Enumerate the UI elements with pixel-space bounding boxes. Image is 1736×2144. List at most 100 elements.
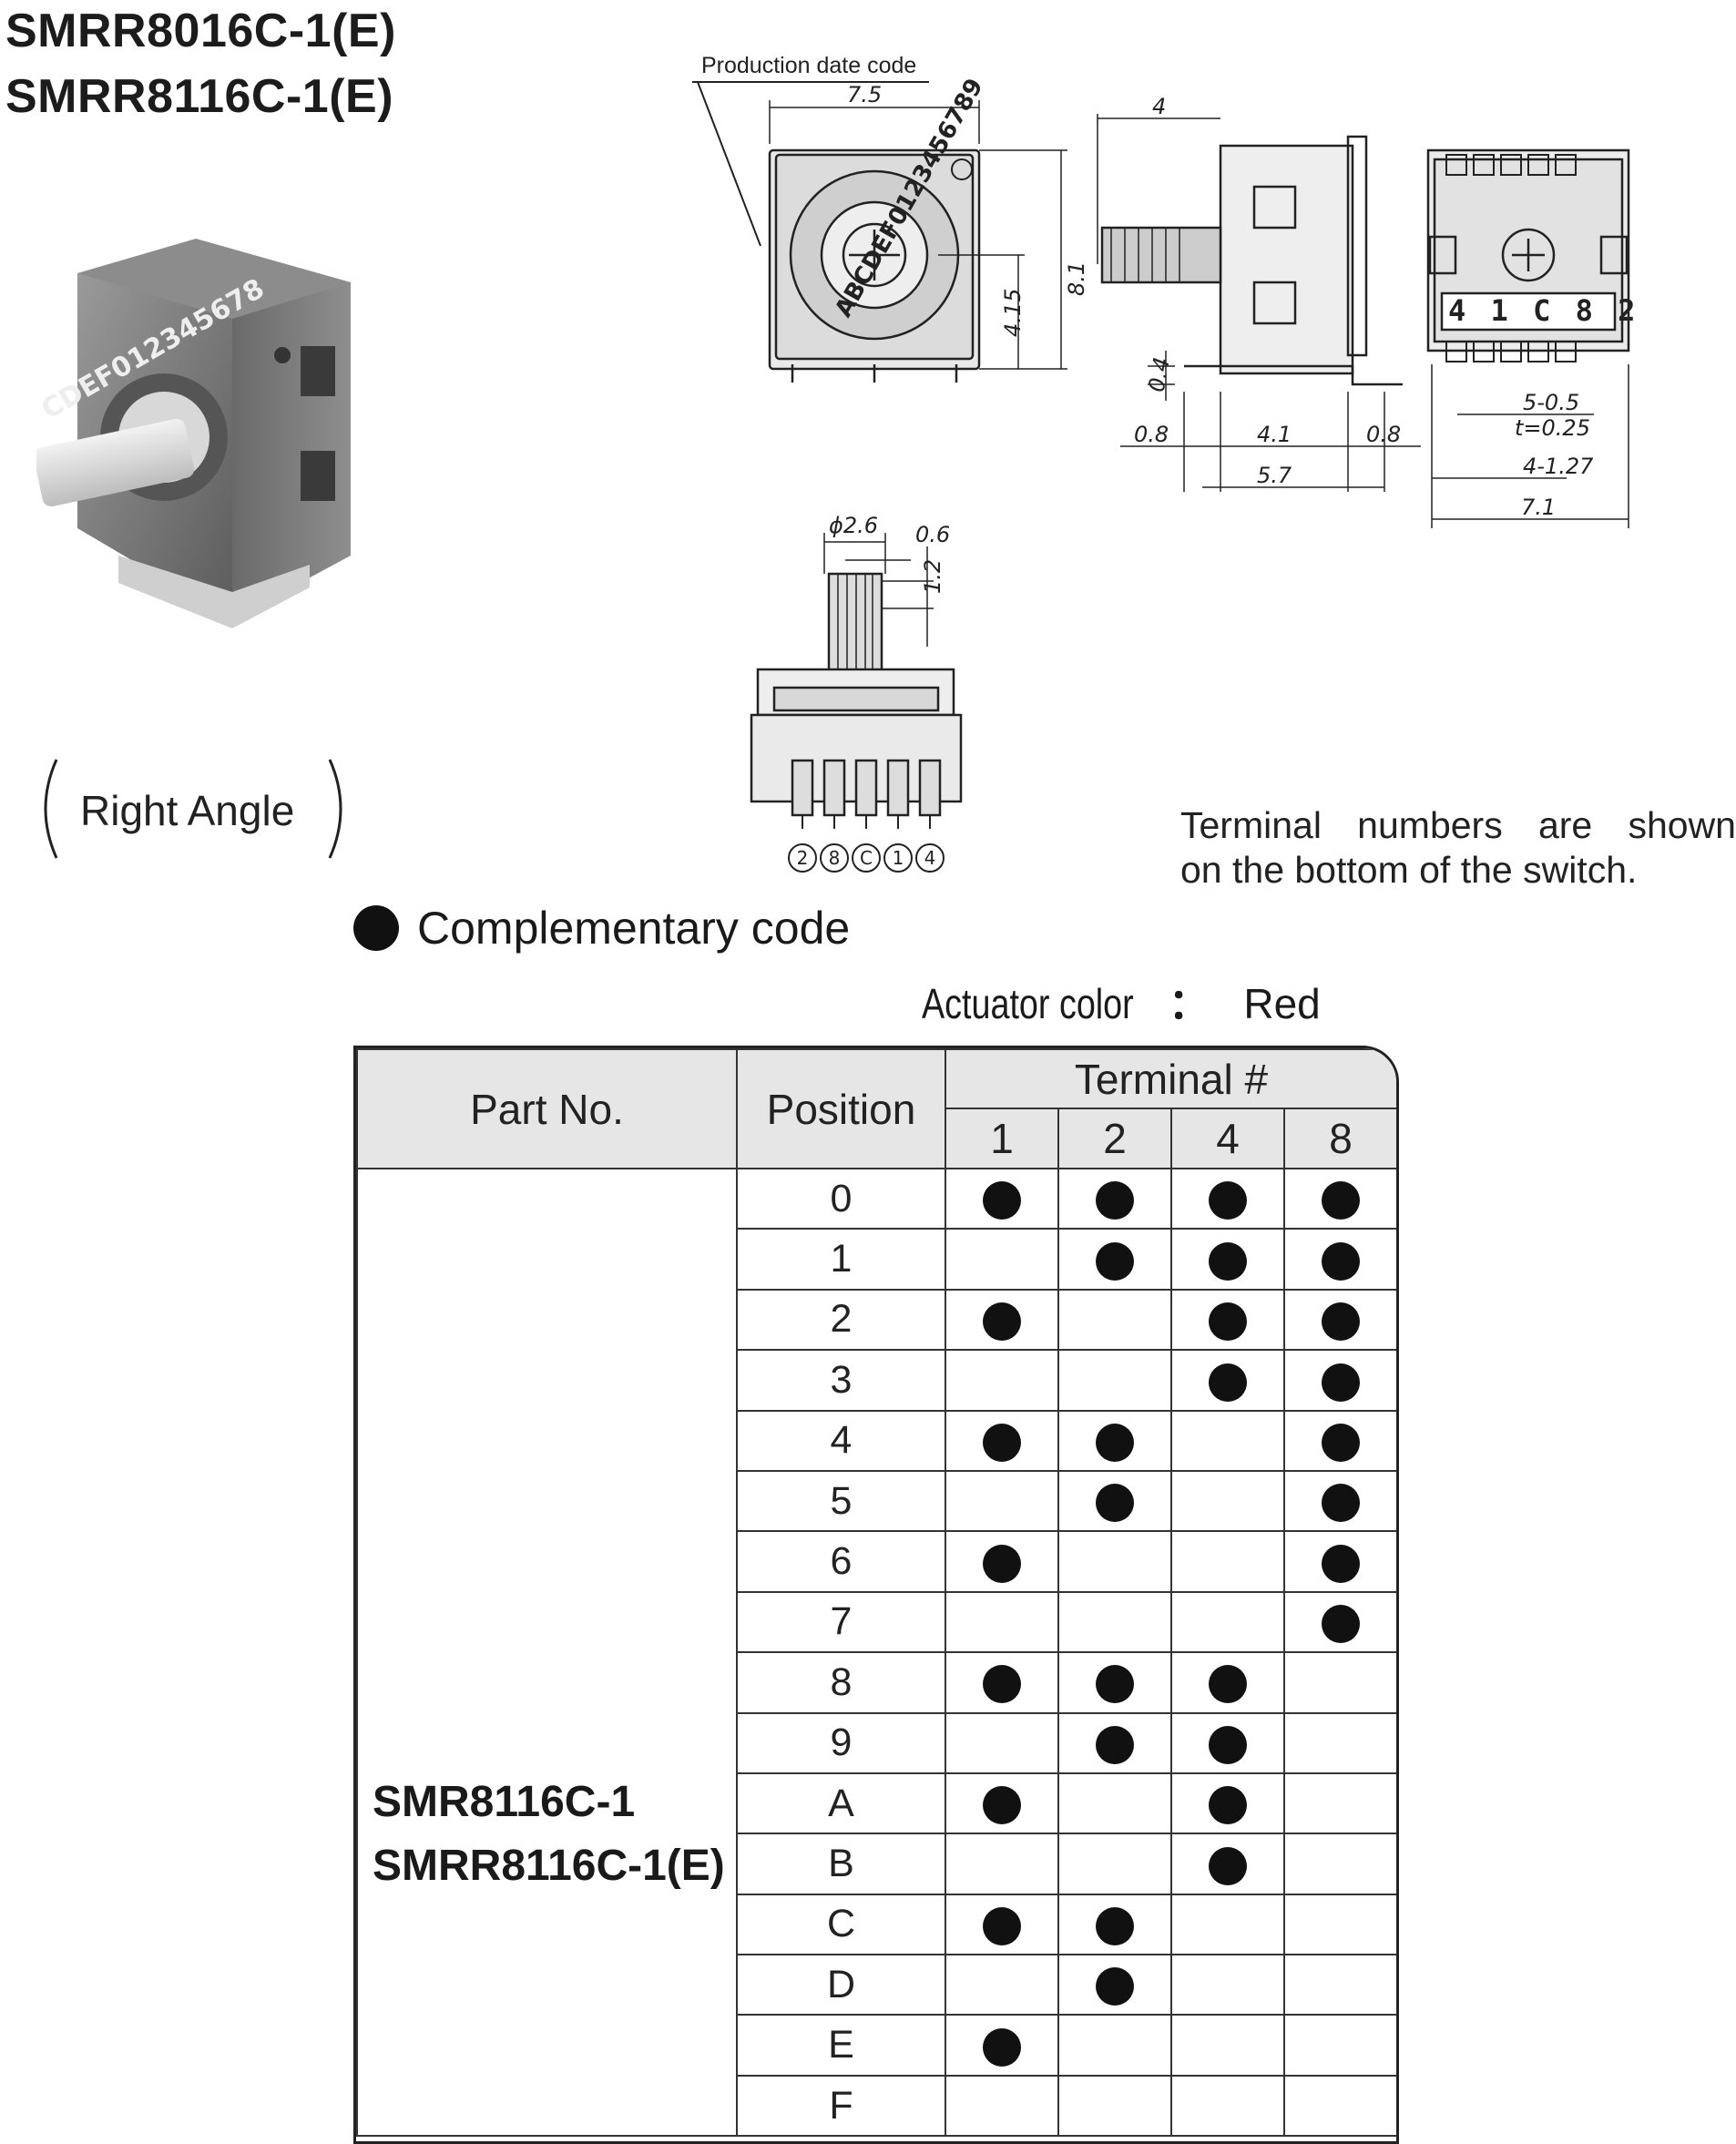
terminal-cell <box>1057 2014 1172 2077</box>
terminal-circle-8: 8 <box>829 847 841 869</box>
terminal-circle-1: 1 <box>893 847 904 869</box>
dim-0-8-right: 0.8 <box>1366 422 1401 447</box>
position-cell: A <box>736 1771 946 1835</box>
table-row: 4 <box>357 1409 1396 1472</box>
on-dot-icon <box>1322 1484 1360 1523</box>
terminal-cell <box>945 1288 1059 1352</box>
table-row: 2 <box>357 1288 1396 1352</box>
code-table: Part No. Position Terminal # 1 2 4 8 SMR… <box>356 1048 1396 2138</box>
dim-4: 4 <box>1152 94 1166 119</box>
terminal-cell <box>1282 1530 1396 1593</box>
position-cell: 1 <box>736 1228 946 1291</box>
terminal-cell <box>1057 1771 1172 1835</box>
terminal-cell <box>1282 2014 1396 2077</box>
terminal-cell <box>1282 1711 1396 1774</box>
on-dot-icon <box>1209 1181 1247 1220</box>
terminal-cell <box>945 1530 1059 1593</box>
position-cell: 6 <box>736 1530 946 1593</box>
on-dot-icon <box>983 2027 1021 2067</box>
terminal-cell <box>1057 1651 1172 1714</box>
on-dot-icon <box>983 1665 1021 1704</box>
terminal-cell <box>1170 1771 1285 1835</box>
on-dot-icon <box>1209 1725 1247 1764</box>
on-dot-icon <box>1322 1423 1360 1462</box>
table-row: 6 <box>357 1530 1396 1593</box>
header-terminal-8: 8 <box>1282 1108 1396 1169</box>
terminal-cell <box>1170 2014 1285 2077</box>
on-dot-icon <box>983 1181 1021 1220</box>
terminal-cell <box>945 1771 1059 1835</box>
table-row: E <box>357 2014 1396 2077</box>
on-dot-icon <box>1322 1605 1360 1644</box>
terminal-cell <box>945 1167 1059 1230</box>
terminal-cell <box>1282 1349 1396 1412</box>
dim-0-8-left: 0.8 <box>1134 422 1169 447</box>
table-row: 9 <box>357 1711 1396 1774</box>
position-cell: 8 <box>736 1651 946 1714</box>
mount-type-label: Right Angle <box>40 754 350 863</box>
dim-7-1: 7.1 <box>1521 495 1556 520</box>
terminal-cell <box>1170 1711 1285 1774</box>
dim-8-1: 8.1 <box>1064 261 1089 296</box>
terminal-cell <box>945 1409 1059 1472</box>
terminal-cell <box>1282 2074 1396 2138</box>
terminal-cell <box>1170 2074 1285 2138</box>
dim-5-7: 5.7 <box>1257 463 1292 488</box>
dim-0-4: 0.4 <box>1144 355 1175 393</box>
on-dot-icon <box>983 1544 1021 1583</box>
terminal-cell <box>1057 1228 1172 1291</box>
table-row: 1 <box>357 1228 1396 1291</box>
terminal-cell <box>1170 1228 1285 1291</box>
terminal-cell <box>1282 1651 1396 1714</box>
terminal-cell <box>1057 1954 1172 2016</box>
on-dot-icon <box>983 1423 1021 1462</box>
terminal-cell <box>1057 1167 1172 1230</box>
terminal-cell <box>1057 1469 1172 1533</box>
on-dot-icon <box>1209 1786 1247 1825</box>
on-dot-icon <box>1322 1544 1360 1583</box>
terminal-cell <box>1282 1771 1396 1835</box>
terminal-cell <box>1170 1893 1285 1956</box>
terminal-cell <box>1170 1288 1285 1352</box>
on-dot-icon <box>1096 1907 1134 1946</box>
dim-4-1-27: 4-1.27 <box>1523 454 1594 479</box>
on-dot-icon <box>1096 1423 1134 1462</box>
terminal-cell <box>1170 1651 1285 1714</box>
actuator-color-value: Red <box>1243 980 1321 1027</box>
terminal-cell <box>1057 2074 1172 2138</box>
position-cell: 7 <box>736 1590 946 1654</box>
terminal-cell <box>1282 1893 1396 1956</box>
terminal-cell <box>1057 1893 1172 1956</box>
table-row: 3 <box>357 1349 1396 1412</box>
position-cell: 0 <box>736 1167 946 1230</box>
terminal-cell <box>1057 1833 1172 1895</box>
bottom-terminal-labels: 4 1 C 8 2 <box>1448 293 1639 328</box>
position-cell: 9 <box>736 1711 946 1774</box>
terminal-cell <box>1057 1349 1172 1412</box>
terminal-cell <box>1170 1530 1285 1593</box>
on-dot-icon <box>1322 1302 1360 1342</box>
terminal-circle-c: C <box>860 847 873 869</box>
terminal-cell <box>1170 1469 1285 1533</box>
table-row: F <box>357 2074 1396 2138</box>
terminal-cell <box>1282 1590 1396 1654</box>
terminal-cell <box>1057 1409 1172 1472</box>
position-cell: F <box>736 2074 946 2138</box>
on-dot-icon <box>1209 1241 1247 1281</box>
table-row: C <box>357 1893 1396 1956</box>
dim-4-15: 4.15 <box>1000 289 1026 337</box>
terminal-cell <box>1170 1167 1285 1230</box>
part-number: SMRR8116C-1(E) <box>373 1842 725 1891</box>
position-cell: 5 <box>736 1469 946 1533</box>
terminal-cell <box>1282 1954 1396 2016</box>
complementary-code-label: Complementary code <box>417 903 851 954</box>
table-row: 7 <box>357 1590 1396 1654</box>
terminal-cell <box>1282 1469 1396 1533</box>
terminal-cell <box>1057 1711 1172 1774</box>
terminal-cell <box>945 1590 1059 1654</box>
terminal-cell <box>945 2014 1059 2077</box>
position-cell: E <box>736 2014 946 2077</box>
on-dot-icon <box>1096 1665 1134 1704</box>
table-row: 5 <box>357 1469 1396 1533</box>
